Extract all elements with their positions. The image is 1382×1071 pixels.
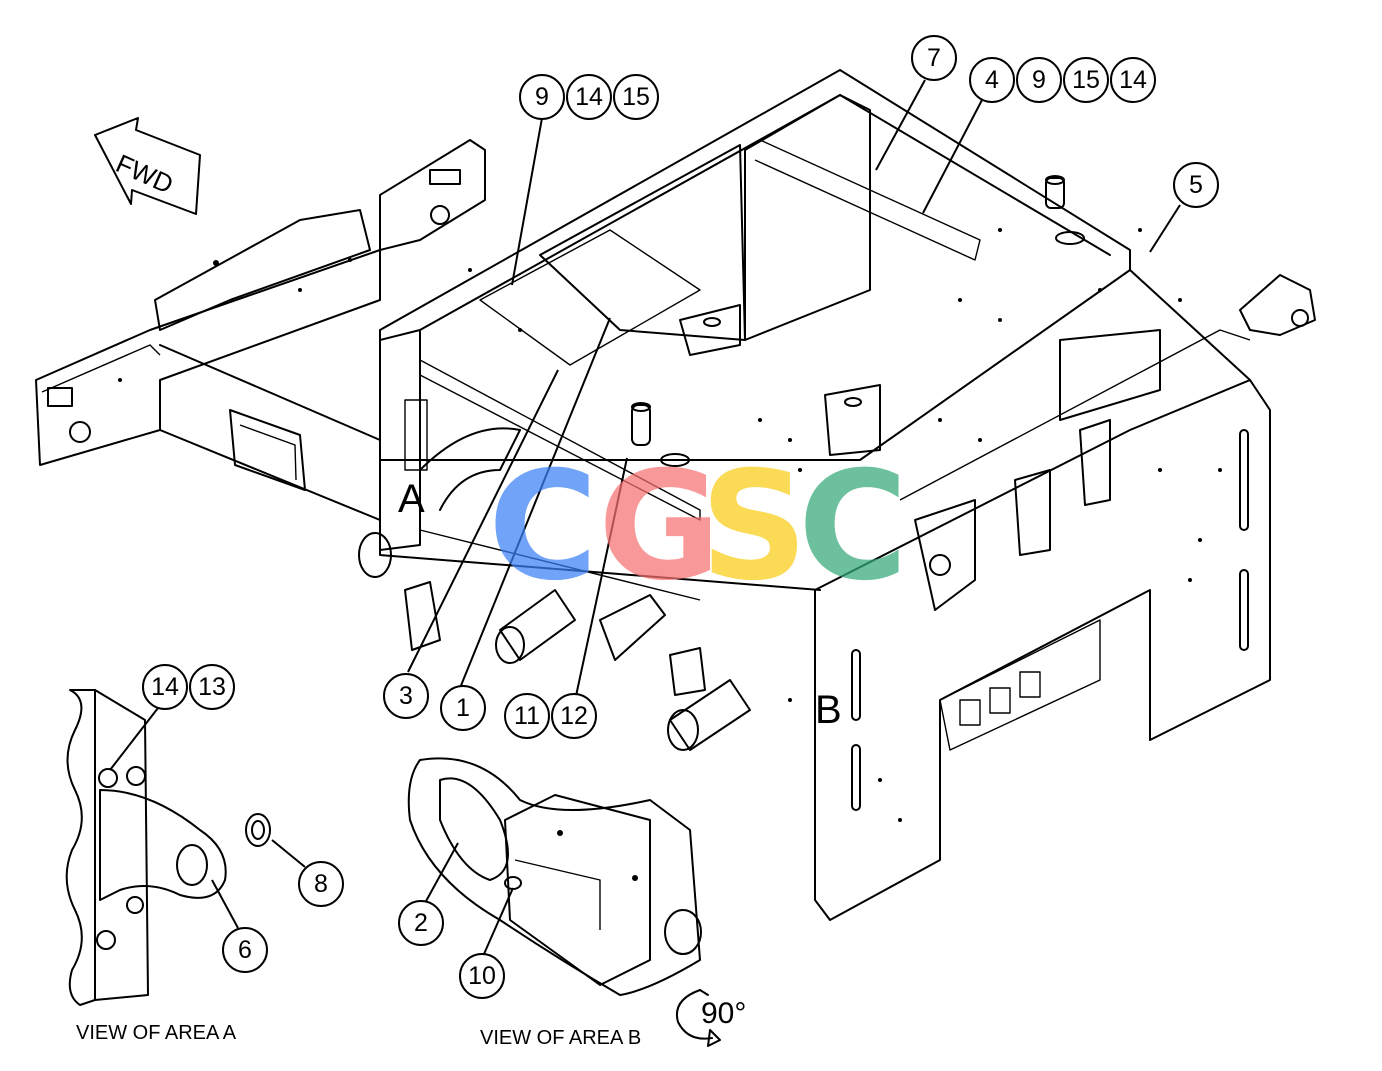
callout-14-b: 14: [1110, 57, 1156, 103]
callout-3: 3: [383, 673, 429, 719]
callout-15-b: 15: [1063, 57, 1109, 103]
callout-9-b: 9: [1016, 57, 1062, 103]
watermark-letter-g: G: [598, 440, 721, 614]
forward-arrow-icon: FWD: [94, 117, 201, 215]
callout-11: 11: [504, 693, 550, 739]
svg-text:13: 13: [198, 673, 226, 701]
callout-15: 15: [613, 74, 659, 120]
area-b-detail-drawing: [407, 757, 702, 996]
svg-text:3: 3: [399, 682, 413, 710]
area-a-detail-drawing: [65, 689, 271, 1006]
callout-14: 14: [566, 74, 612, 120]
svg-text:14: 14: [1119, 66, 1147, 94]
main-frame-drawing: [35, 69, 1316, 921]
callout-12: 12: [551, 693, 597, 739]
cgsc-watermark-logo: C G S C: [488, 440, 908, 614]
area-a-letter: A: [398, 477, 425, 521]
callout-10: 10: [459, 953, 505, 999]
callout-8: 8: [298, 861, 344, 907]
caption-view-area-b: VIEW OF AREA B: [480, 1027, 641, 1049]
svg-text:8: 8: [314, 870, 328, 898]
svg-text:15: 15: [1072, 66, 1100, 94]
callout-13: 13: [189, 664, 235, 710]
callout-9: 9: [519, 74, 565, 120]
svg-text:9: 9: [535, 83, 549, 111]
svg-text:5: 5: [1189, 171, 1203, 199]
area-b-letter: B: [815, 688, 842, 732]
svg-text:9: 9: [1032, 66, 1046, 94]
svg-text:15: 15: [622, 83, 650, 111]
callout-7: 7: [911, 35, 957, 81]
svg-text:11: 11: [514, 702, 540, 730]
rotation-label: 90°: [701, 997, 746, 1030]
callout-1: 1: [440, 685, 486, 731]
leader-lines: [109, 79, 1181, 955]
callout-5: 5: [1173, 162, 1219, 208]
svg-text:2: 2: [414, 909, 428, 937]
svg-text:4: 4: [985, 66, 999, 94]
svg-text:7: 7: [927, 44, 941, 72]
svg-text:1: 1: [456, 694, 470, 722]
svg-text:10: 10: [468, 962, 496, 990]
watermark-letter-c: C: [488, 440, 598, 614]
svg-text:6: 6: [238, 936, 252, 964]
caption-view-area-a: VIEW OF AREA A: [76, 1022, 237, 1044]
callout-2: 2: [398, 900, 444, 946]
watermark-letter-c-2: C: [798, 440, 908, 614]
watermark-letter-s: S: [700, 440, 808, 614]
callout-4: 4: [969, 57, 1015, 103]
svg-text:14: 14: [151, 673, 179, 701]
callout-6: 6: [222, 927, 268, 973]
rotate-90-icon: [676, 989, 721, 1047]
callout-14-c: 14: [142, 664, 188, 710]
svg-text:12: 12: [560, 702, 588, 730]
fwd-label: FWD: [112, 148, 178, 199]
svg-text:14: 14: [575, 83, 603, 111]
